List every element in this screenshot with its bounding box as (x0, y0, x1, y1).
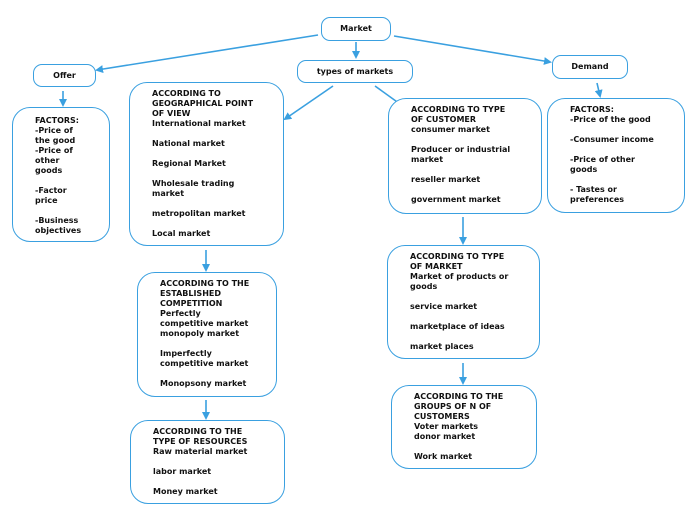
node-demand[interactable]: Demand (552, 55, 628, 79)
node-market[interactable]: Market (321, 17, 391, 41)
arrow-market-offer (95, 34, 319, 74)
node-type-of-market[interactable]: ACCORDING TO TYPE OF MARKET Market of pr… (387, 245, 540, 359)
arrow-demand-factors (594, 82, 603, 98)
arrow-market-demand (393, 35, 552, 65)
node-offer[interactable]: Offer (33, 64, 96, 87)
node-demand-factors[interactable]: FACTORS: -Price of the good -Consumer in… (547, 98, 685, 213)
node-competition[interactable]: ACCORDING TO THE ESTABLISHED COMPETITION… (137, 272, 277, 397)
node-offer-factors[interactable]: FACTORS: -Price of the good -Price of ot… (12, 107, 110, 242)
node-customer-type[interactable]: ACCORDING TO TYPE OF CUSTOMER consumer m… (388, 98, 542, 214)
node-customer-groups[interactable]: ACCORDING TO THE GROUPS OF N OF CUSTOMER… (391, 385, 537, 469)
node-types-of-markets[interactable]: types of markets (297, 60, 413, 83)
node-resources[interactable]: ACCORDING TO THE TYPE OF RESOURCES Raw m… (130, 420, 285, 504)
node-geographical[interactable]: ACCORDING TO GEOGRAPHICAL POINT OF VIEW … (129, 82, 284, 246)
arrow-types-geographical (283, 85, 334, 121)
